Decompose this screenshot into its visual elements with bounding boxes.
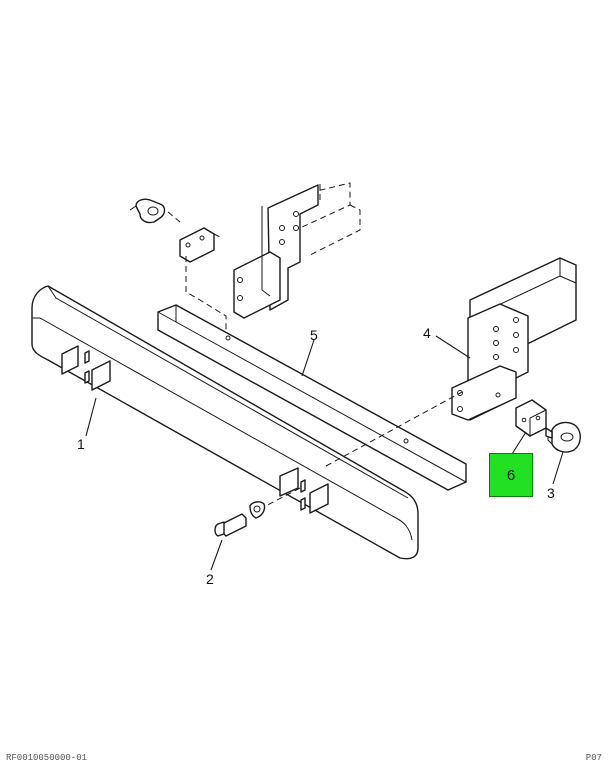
callout-6-highlight[interactable]: 6 bbox=[489, 453, 533, 497]
assembly-line-lower bbox=[257, 391, 463, 511]
leader-2 bbox=[210, 539, 223, 571]
frame-rail-right bbox=[451, 257, 577, 421]
callout-2: 2 bbox=[206, 571, 214, 587]
bumper bbox=[31, 285, 419, 560]
bumper-guide-right bbox=[545, 421, 581, 453]
callout-6: 6 bbox=[506, 466, 516, 484]
leader-5 bbox=[301, 339, 315, 377]
leader-6 bbox=[511, 431, 527, 455]
bumper-guide-left bbox=[129, 198, 166, 224]
callout-3: 3 bbox=[547, 485, 555, 501]
frame-rail-left bbox=[233, 182, 361, 319]
crossmember bbox=[157, 304, 467, 491]
callout-4: 4 bbox=[423, 325, 431, 341]
bolt bbox=[214, 501, 266, 537]
callout-1: 1 bbox=[77, 436, 85, 452]
leader-4 bbox=[435, 335, 471, 359]
bracket-right bbox=[515, 399, 547, 437]
leader-1 bbox=[85, 397, 97, 437]
bracket-left bbox=[179, 227, 215, 263]
assembly-line-upper bbox=[167, 211, 227, 338]
callout-5: 5 bbox=[310, 327, 318, 343]
leader-3 bbox=[552, 451, 564, 485]
drawing-code: RF0010050000-01 bbox=[6, 753, 88, 763]
page-number: P07 bbox=[585, 753, 602, 763]
